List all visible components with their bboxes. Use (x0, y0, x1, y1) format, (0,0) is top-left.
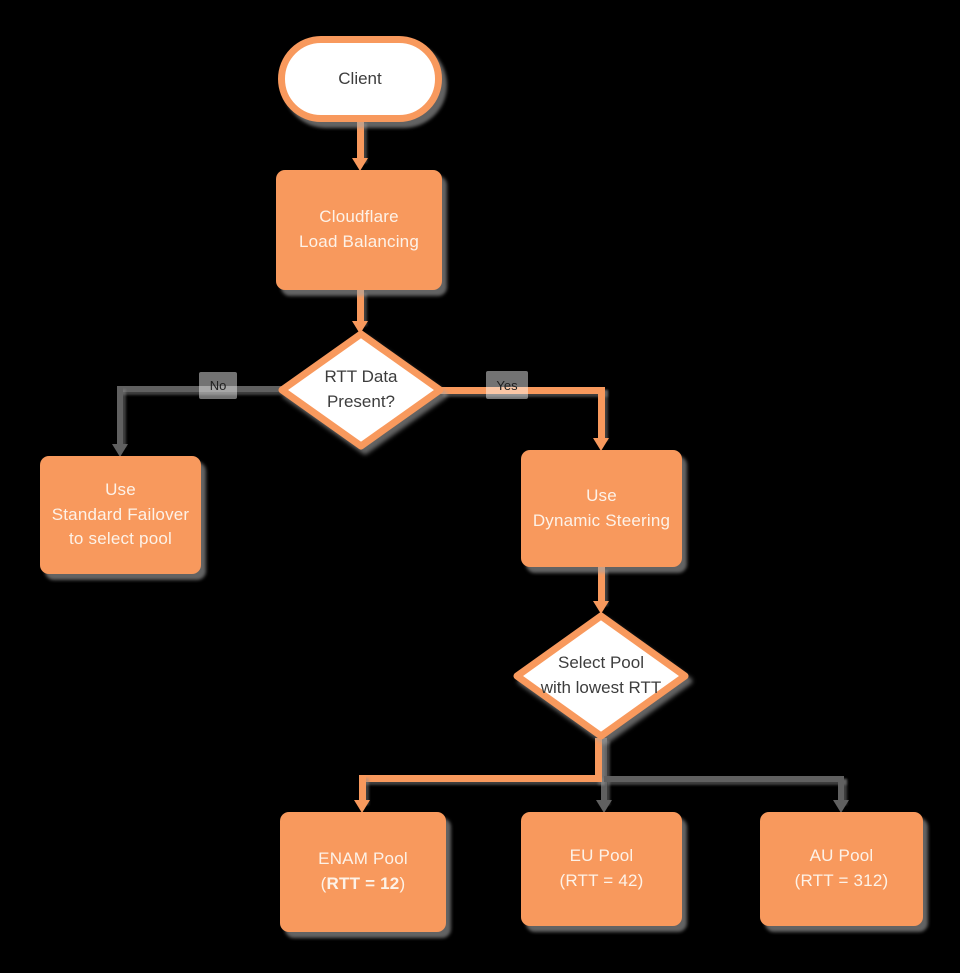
standard-failover-line2: Standard Failover (51, 504, 190, 524)
dynamic-steering-line2: Dynamic Steering (532, 510, 671, 530)
node-cloudflare-line1: Cloudflare (319, 207, 399, 227)
standard-failover-line1: Use (105, 480, 136, 500)
edge-label-yes: Yes (486, 371, 528, 399)
node-client: Client (278, 36, 442, 122)
edge-client-to-cloudflare (357, 120, 364, 160)
select-pool-line1: Select Pool (558, 653, 644, 673)
edge-to-enam-vertical (359, 775, 366, 802)
enam-pool-line2: (RTT = 12) (321, 872, 406, 897)
arrowhead-into-rtt-decision-icon (352, 321, 368, 334)
arrowhead-into-au-pool-icon (833, 800, 849, 813)
edge-to-au-vertical (838, 776, 844, 802)
arrowhead-into-cloudflare-icon (352, 158, 368, 171)
select-pool-line2: with lowest RTT (540, 678, 662, 697)
node-rtt-data-present-label: RTT Data Present? (276, 328, 446, 452)
rtt-present-line2: Present? (326, 392, 396, 411)
arrowhead-into-enam-pool-icon (354, 800, 370, 813)
edge-select-pool-stem-orange (595, 738, 602, 782)
enam-pool-line1: ENAM Pool (318, 849, 408, 869)
arrowhead-into-standard-failover-icon (112, 444, 128, 457)
edge-dynamic-steering-to-select-pool (598, 567, 605, 603)
au-pool-line1: AU Pool (809, 846, 874, 866)
edge-yes-vertical (598, 387, 605, 438)
edge-cloudflare-to-rtt-decision (357, 290, 364, 323)
edge-to-au-horizontal (604, 776, 844, 782)
eu-pool-line2: (RTT = 42) (559, 871, 644, 890)
edge-label-no-text: No (209, 378, 227, 393)
node-select-pool-label: Select Pool with lowest RTT (511, 610, 691, 742)
node-use-dynamic-steering: Use Dynamic Steering (521, 450, 682, 567)
arrowhead-into-eu-pool-icon (596, 800, 612, 813)
edge-select-pool-stem-gray (601, 738, 607, 802)
node-client-label: Client (338, 69, 382, 88)
enam-open-paren: ( (320, 874, 327, 893)
standard-failover-line3: to select pool (69, 529, 172, 549)
edge-yes-horizontal (440, 387, 605, 394)
node-rtt-data-present-diamond (278, 330, 444, 450)
edge-no-vertical (117, 386, 123, 444)
edge-label-yes-text: Yes (496, 377, 518, 393)
rtt-present-line1: RTT Data (324, 367, 398, 387)
node-enam-pool: ENAM Pool (RTT = 12) (280, 812, 446, 932)
node-select-pool-diamond (513, 612, 689, 740)
dynamic-steering-line1: Use (586, 485, 617, 505)
edge-to-enam-horizontal (359, 775, 602, 782)
eu-pool-line1: EU Pool (569, 846, 634, 866)
node-cloudflare-load-balancing: Cloudflare Load Balancing (276, 170, 442, 290)
node-au-pool: AU Pool (RTT = 312) (760, 812, 923, 926)
node-use-standard-failover: Use Standard Failover to select pool (40, 456, 201, 574)
arrowhead-into-select-pool-icon (593, 601, 609, 614)
arrowhead-into-dynamic-steering-icon (593, 438, 609, 451)
edge-label-no: No (199, 372, 237, 399)
enam-rtt-value: RTT = 12 (326, 874, 400, 893)
au-pool-line2: (RTT = 312) (794, 871, 889, 890)
node-cloudflare-line2: Load Balancing (298, 232, 419, 251)
node-eu-pool: EU Pool (RTT = 42) (521, 812, 682, 926)
edge-no-horizontal (117, 386, 283, 392)
enam-close-paren: ) (399, 874, 406, 893)
